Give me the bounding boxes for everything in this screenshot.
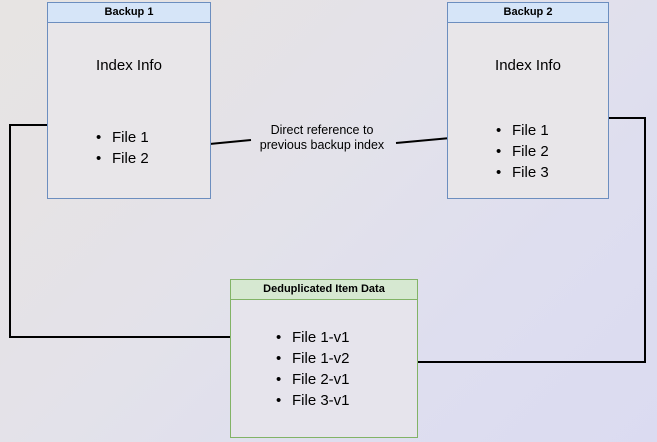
- node-dedup-file-list: File 1-v1 File 1-v2 File 2-v1 File 3-v1: [276, 327, 350, 411]
- list-item: File 2-v1: [276, 369, 350, 390]
- list-item: File 1-v2: [276, 348, 350, 369]
- list-item: File 3-v1: [276, 390, 350, 411]
- node-deduplicated-item-data[interactable]: Deduplicated Item Data File 1-v1 File 1-…: [230, 279, 418, 438]
- node-backup1-file-list: File 1 File 2: [96, 127, 149, 169]
- list-item: File 2: [96, 148, 149, 169]
- node-backup1-body: Index Info File 1 File 2: [48, 23, 210, 198]
- edge-label-line-1: Direct reference to: [270, 123, 374, 137]
- edge-backup2-file1-to-dedup: [377, 117, 646, 367]
- edge-label-line-2: previous backup index: [259, 138, 385, 152]
- edge-label-direct-reference: Direct reference to previous backup inde…: [248, 123, 396, 153]
- node-dedup-header: Deduplicated Item Data: [231, 280, 417, 300]
- node-backup2-body: Index Info File 1 File 2 File 3: [448, 23, 608, 198]
- node-backup1-header: Backup 1: [48, 3, 210, 23]
- list-item: File 3: [496, 162, 549, 183]
- list-item: File 2: [496, 141, 549, 162]
- node-backup2-index-label: Index Info: [495, 57, 561, 74]
- node-backup1-index-label: Index Info: [96, 57, 162, 74]
- node-backup1[interactable]: Backup 1 Index Info File 1 File 2: [47, 2, 211, 199]
- node-dedup-body: File 1-v1 File 1-v2 File 2-v1 File 3-v1: [231, 300, 417, 437]
- list-item: File 1: [96, 127, 149, 148]
- list-item: File 1-v1: [276, 327, 350, 348]
- node-backup2-header: Backup 2: [448, 3, 608, 23]
- node-backup2-file-list: File 1 File 2 File 3: [496, 120, 549, 183]
- node-backup2[interactable]: Backup 2 Index Info File 1 File 2 File 3: [447, 2, 609, 199]
- list-item: File 1: [496, 120, 549, 141]
